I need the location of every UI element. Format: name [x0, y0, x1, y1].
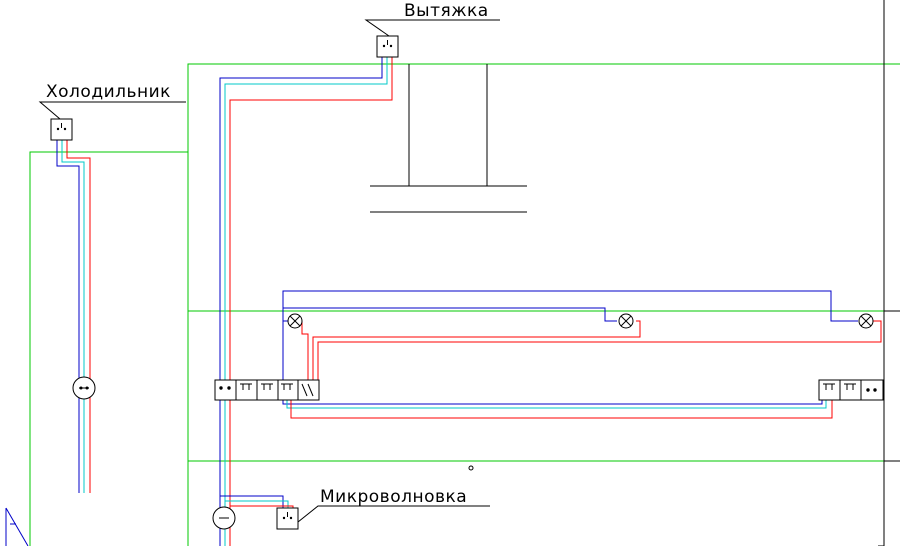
fridge-label: Холодильник [46, 82, 171, 102]
microwave-neutral-wire [220, 495, 284, 512]
microwave-socket-icon [276, 507, 299, 530]
light-phase-lamp1 [301, 321, 309, 380]
fridge-ground-wire [61, 140, 85, 493]
socket-line-wires [282, 384, 833, 419]
hood-label-group: Вытяжка [364, 1, 500, 37]
hood-label: Вытяжка [404, 1, 489, 21]
fridge-phase-wire [66, 140, 91, 493]
lighting-wires [282, 290, 882, 380]
fridge-neutral-wire [56, 140, 80, 493]
socket-line-phase [290, 384, 833, 419]
socket-line-neutral [282, 384, 823, 405]
main-riser-wires [219, 54, 393, 546]
socket-block-right [818, 379, 884, 401]
light-phase-lamp2 [312, 320, 641, 380]
room-outline [29, 63, 900, 546]
riser-ground-wire [224, 54, 388, 546]
partial-symbol-icon [5, 507, 29, 546]
fridge-label-group: Холодильник [38, 82, 186, 120]
marker-icon [468, 465, 474, 471]
fridge-socket-icon [50, 118, 73, 141]
junction-box-icon [72, 376, 96, 400]
microwave-label-group: Микроволновка [297, 487, 490, 523]
riser-phase-wire [229, 54, 393, 546]
socket-contacts [240, 383, 293, 390]
fridge-wires [56, 140, 91, 493]
lamp-icon [858, 313, 874, 329]
light-neutral-branch [283, 307, 617, 322]
light-phase-lamp3 [317, 320, 882, 380]
hood-socket-icon [376, 35, 399, 58]
cabinet-lines [370, 0, 900, 546]
light-neutral-loop [282, 290, 858, 380]
switch-icon [301, 383, 314, 397]
lamp-icon [618, 313, 634, 329]
microwave-label: Микроволновка [320, 487, 467, 507]
junction-box-icon [212, 506, 236, 530]
lamp-icon [287, 313, 303, 329]
riser-neutral-wire [219, 54, 383, 546]
socket-block-left [214, 379, 320, 401]
